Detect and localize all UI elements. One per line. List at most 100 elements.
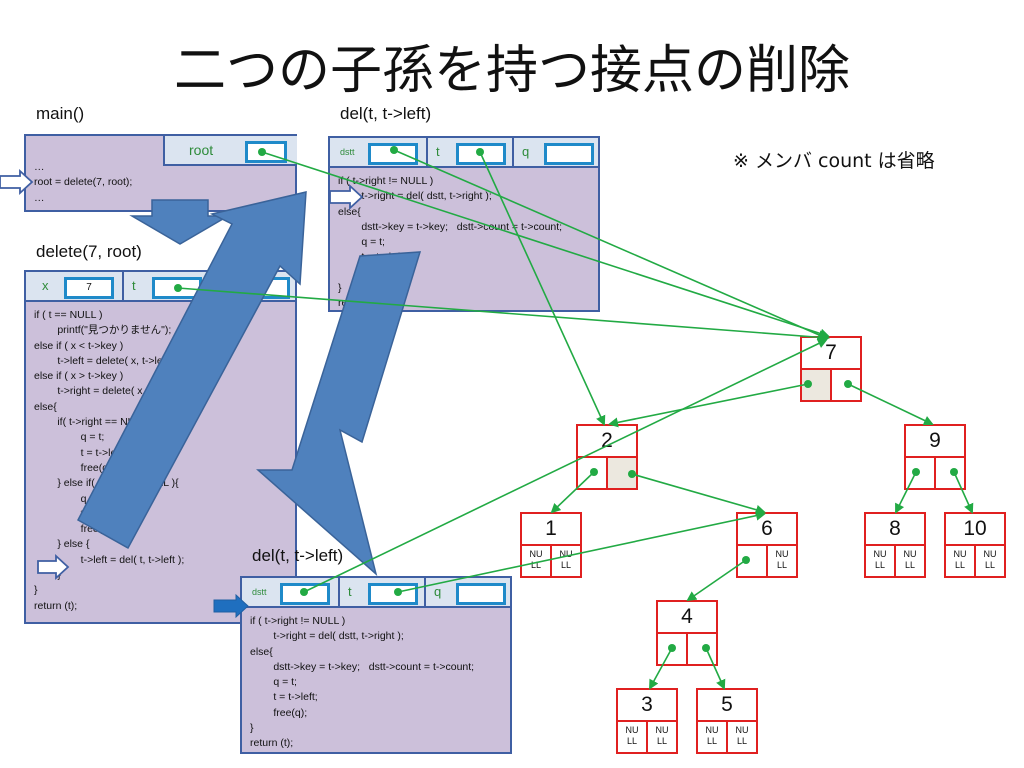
pointer-dot (628, 470, 636, 478)
tree-node-10: 10 NU LL NU LL (944, 512, 1006, 578)
delete-frame-label: delete(7, root) (36, 242, 142, 261)
del1-frame-header: dstt t q (330, 138, 598, 168)
right-null: NU LL (894, 546, 924, 576)
null-text: NU LL (775, 549, 789, 570)
var-t-slot (368, 583, 418, 605)
pointer-2-left-to-1 (550, 471, 595, 514)
pointer-7-left-to-2 (608, 383, 809, 428)
pointer-4-left-to-3 (649, 647, 673, 690)
current-line-marker-del2 (213, 593, 249, 619)
big-arrow-down-call (256, 251, 422, 577)
right-pointer (830, 370, 860, 400)
node-key: 3 (618, 690, 676, 722)
del1-var-q: q (514, 138, 600, 166)
pointer-del2-t-to-6 (397, 510, 766, 593)
left-null: NU LL (698, 722, 726, 752)
pointer-dot (804, 380, 812, 388)
pointer-del1-dstt-to-7 (393, 149, 828, 340)
current-line-marker-delete (37, 553, 70, 581)
var-q-slot (456, 583, 506, 605)
left-null: NU LL (522, 546, 550, 576)
main-code: … root = delete(7, root); … (34, 161, 133, 204)
tree-node-5: 5 NU LL NU LL (696, 688, 758, 754)
pointer-dot (702, 644, 710, 652)
null-text: NU LL (953, 549, 967, 570)
del2-code: if ( t->right != NULL ) t->right = del( … (250, 615, 475, 750)
delete-var-x: x 7 (26, 272, 124, 300)
del1-var-dstt: dstt (330, 138, 428, 166)
right-null: NU LL (726, 722, 756, 752)
tree-node-6: 6 NU LL (736, 512, 798, 578)
var-q-name: q (434, 584, 442, 599)
tree-node-3: 3 NU LL NU LL (616, 688, 678, 754)
null-text: NU LL (983, 549, 997, 570)
null-text: NU LL (529, 549, 543, 570)
pointer-9-left-to-8 (895, 471, 917, 514)
del2-var-q: q (426, 578, 512, 606)
pointer-dot (300, 588, 308, 596)
node-key: 4 (658, 602, 716, 634)
current-line-marker-main (0, 168, 34, 196)
pointer-del1-t-to-2 (479, 151, 606, 426)
var-t-name: t (436, 144, 440, 159)
slide-title: 二つの子孫を持つ接点の削除 (173, 41, 850, 101)
null-text: NU LL (903, 549, 917, 570)
node-key: 6 (738, 514, 796, 546)
null-text: NU LL (655, 725, 669, 746)
right-pointer (686, 634, 716, 664)
var-dstt-name: dstt (252, 587, 267, 597)
pointer-7-right-to-9 (847, 383, 934, 426)
left-null: NU LL (618, 722, 646, 752)
pointer-dot (844, 380, 852, 388)
node-key: 5 (698, 690, 756, 722)
big-arrow-down (129, 199, 231, 245)
pointer-dot (668, 644, 676, 652)
node-key: 2 (578, 426, 636, 458)
var-q-slot (544, 143, 594, 165)
note-text: ※ メンバ count は省略 (733, 150, 935, 172)
var-t-name: t (348, 584, 352, 599)
pointer-dot (390, 146, 398, 154)
left-null: NU LL (866, 546, 894, 576)
node-key: 9 (906, 426, 964, 458)
left-null: NU LL (946, 546, 974, 576)
del2-var-t: t (340, 578, 426, 606)
current-line-marker-del1 (329, 183, 364, 211)
null-text: NU LL (559, 549, 573, 570)
pointer-root-to-7 (261, 151, 830, 339)
var-t-name: t (132, 278, 136, 293)
del2-frame: dstt t q if ( t->right != NULL ) t->righ… (240, 576, 512, 754)
del2-frame-label: del(t, t->left) (252, 546, 344, 565)
pointer-dot (912, 468, 920, 476)
tree-node-9: 9 (904, 424, 966, 490)
del2-frame-header: dstt t q (242, 578, 510, 608)
tree-node-4: 4 (656, 600, 718, 666)
pointer-delete-t-to-7 (177, 287, 830, 343)
var-dstt-name: dstt (340, 147, 355, 157)
del1-frame-label: del(t, t->left) (340, 104, 432, 123)
null-text: NU LL (625, 725, 639, 746)
pointer-dot (258, 148, 266, 156)
var-dstt-slot (368, 143, 418, 165)
null-text: NU LL (873, 549, 887, 570)
del1-frame: dstt t q if ( t->right != NULL ) t->righ… (328, 136, 600, 312)
var-x-name: x (42, 278, 49, 293)
pointer-dot (174, 284, 182, 292)
right-pointer (934, 458, 964, 488)
pointer-dot (742, 556, 750, 564)
pointer-dot (476, 148, 484, 156)
pointer-dot (950, 468, 958, 476)
pointer-del2-dstt-to-7 (303, 338, 828, 593)
right-null: NU LL (766, 546, 796, 576)
null-text: NU LL (735, 725, 749, 746)
pointer-dot (590, 468, 598, 476)
node-key: 7 (802, 338, 860, 370)
big-arrow-up-call (76, 191, 307, 550)
pointer-4-right-to-5 (705, 647, 726, 690)
node-key: 10 (946, 514, 1004, 546)
pointer-2-right-to-6 (631, 473, 766, 515)
pointer-6-left-to-4 (686, 559, 747, 602)
var-x-value: 7 (64, 277, 114, 299)
